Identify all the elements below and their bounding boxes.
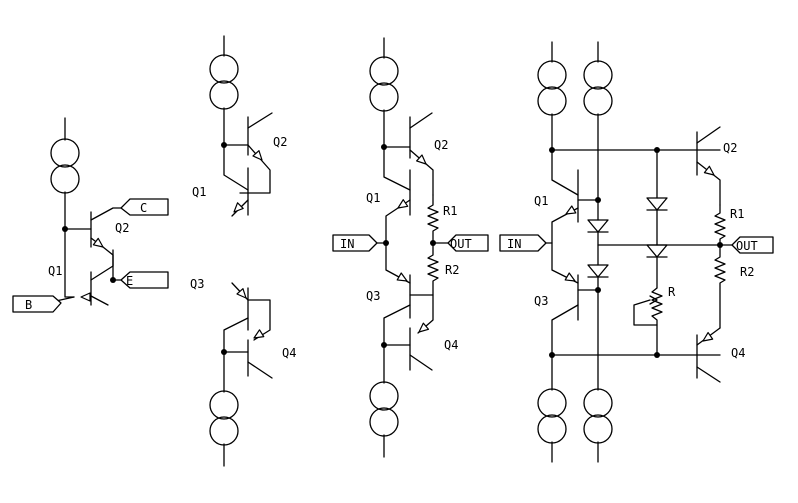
q1-label: Q1: [366, 191, 380, 205]
current-source-symbol: [209, 390, 239, 446]
q3-label: Q3: [190, 277, 204, 291]
r2-label: R2: [445, 263, 459, 277]
q1-label: Q1: [534, 194, 548, 208]
circuit-biased-output-stage: IN OUT Q2: [499, 41, 774, 463]
current-source-symbol: [209, 54, 239, 110]
r-label: R: [668, 285, 676, 299]
output-terminal: [731, 236, 774, 254]
r1-label: R1: [443, 204, 457, 218]
diode-symbol: [646, 244, 668, 258]
current-source-symbol: [50, 138, 80, 194]
circuit-output-stage: OUT IN Q2 Q1 R1 R2 Q3 Q4: [332, 37, 489, 458]
in-label: IN: [507, 237, 521, 251]
r-potentiometer: [651, 287, 663, 356]
q3-label: Q3: [366, 289, 380, 303]
in-label: IN: [340, 237, 354, 251]
r1-label: R1: [730, 207, 744, 221]
diode-symbol: [587, 264, 609, 278]
current-source-symbol: [537, 60, 567, 116]
r2-label: R2: [740, 265, 754, 279]
e-label: E: [126, 274, 133, 288]
diode-symbol: [646, 197, 668, 211]
emitter-terminal: [120, 271, 169, 289]
current-source-symbol: [369, 56, 399, 112]
out-label: OUT: [736, 239, 758, 253]
current-source-symbol: [369, 381, 399, 437]
q4-label: Q4: [444, 338, 458, 352]
base-terminal: [12, 295, 62, 313]
r1-r2-resistors: [714, 204, 726, 329]
current-source-symbol: [537, 388, 567, 444]
collector-terminal: [120, 198, 169, 216]
diode-symbol: [587, 219, 609, 233]
q1-label: Q1: [48, 264, 62, 278]
q2-label: Q2: [115, 221, 129, 235]
circuit-compound-pairs: Q2 Q1 Q3 Q4: [190, 35, 296, 467]
input-terminal: [332, 234, 378, 252]
q1-label: Q1: [192, 185, 206, 199]
q3-label: Q3: [534, 294, 548, 308]
output-terminal: [447, 234, 489, 252]
b-label: B: [25, 298, 32, 312]
c-label: C: [140, 201, 147, 215]
q2-label: Q2: [273, 135, 287, 149]
q2-label: Q2: [723, 141, 737, 155]
q4-label: Q4: [282, 346, 296, 360]
q4-label: Q4: [731, 346, 745, 360]
input-terminal: [499, 234, 547, 252]
current-source-symbol: [583, 388, 613, 444]
circuit-darlington: C E B Q2 Q1: [12, 117, 169, 313]
out-label: OUT: [450, 237, 472, 251]
current-source-symbol: [583, 60, 613, 116]
q2-label: Q2: [434, 138, 448, 152]
